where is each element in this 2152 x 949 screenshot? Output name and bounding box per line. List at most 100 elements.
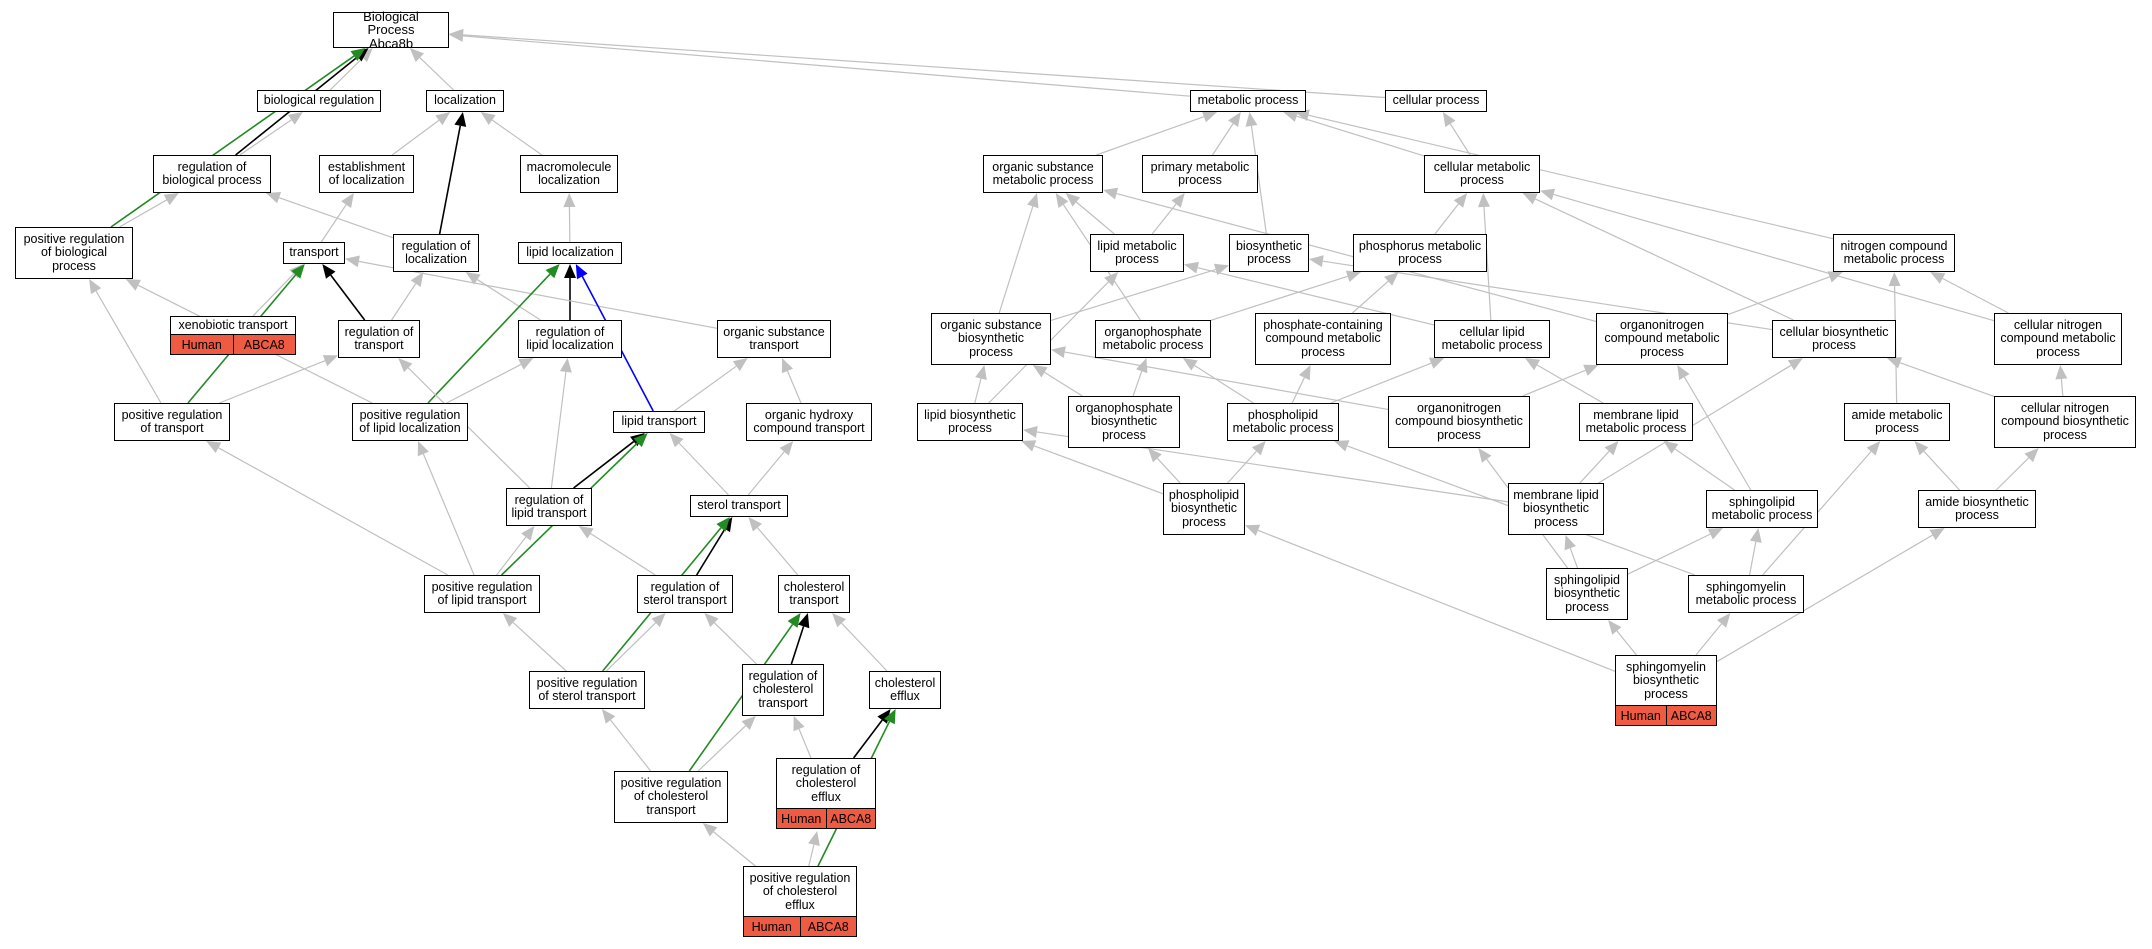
edge-arrowhead xyxy=(265,192,282,204)
node-phosphorus-metabolic-process[interactable]: phosphorus metabolic process xyxy=(1353,234,1487,272)
edge-is-a xyxy=(1995,457,2030,491)
node-cellular-nitrogen-compound-biosynthetic-process[interactable]: cellular nitrogen compound biosynthetic … xyxy=(1994,396,2136,448)
edge-arrowhead xyxy=(322,264,336,279)
node-primary-metabolic-process[interactable]: primary metabolic process xyxy=(1142,155,1258,193)
edge-arrowhead xyxy=(781,358,793,374)
node-lipid-metabolic-process[interactable]: lipid metabolic process xyxy=(1090,234,1184,272)
edge-arrowhead xyxy=(163,193,179,206)
node-regulation-of-cholesterol-transport[interactable]: regulation of cholesterol transport xyxy=(742,664,824,716)
node-localization[interactable]: localization xyxy=(426,90,504,112)
edge-arrowhead xyxy=(1540,188,1556,201)
edge-regulates xyxy=(573,440,635,489)
node-lipid-localization[interactable]: lipid localization xyxy=(518,242,622,264)
edge-arrowhead xyxy=(1888,272,1901,287)
node-root[interactable]: Biological Process Abca8b xyxy=(333,10,449,50)
node-transport[interactable]: transport xyxy=(283,242,345,264)
node-cellular-lipid-metabolic-process[interactable]: cellular lipid metabolic process xyxy=(1434,320,1550,358)
edge-arrowhead xyxy=(1345,270,1361,282)
edge-is-a xyxy=(239,119,292,156)
node-sphingomyelin-metabolic-process[interactable]: sphingomyelin metabolic process xyxy=(1688,575,1804,613)
node-cellular-nitrogen-compound-metabolic-process[interactable]: cellular nitrogen compound metabolic pro… xyxy=(1994,313,2122,365)
node-organic-substance-biosynthetic-process[interactable]: organic substance biosynthetic process xyxy=(931,313,1051,365)
edge-arrowhead xyxy=(518,358,534,370)
node-positive-regulation-of-sterol-transport[interactable]: positive regulation of sterol transport xyxy=(529,671,645,709)
edge-is-a xyxy=(610,719,652,772)
edge-is-a xyxy=(419,57,454,91)
edge-is-a xyxy=(841,622,888,672)
edge-is-a xyxy=(1553,193,1995,322)
edge-is-a xyxy=(219,360,326,404)
node-positive-regulation-of-cholesterol-transport[interactable]: positive regulation of cholesterol trans… xyxy=(614,771,728,823)
edge-arrowhead xyxy=(206,441,222,453)
node-xenobiotic-transport[interactable]: xenobiotic transport xyxy=(170,316,296,336)
edge-is-a xyxy=(798,728,812,759)
node-cellular-process[interactable]: cellular process xyxy=(1385,90,1487,112)
node-regulation-of-sterol-transport[interactable]: regulation of sterol transport xyxy=(637,575,733,613)
node-regulation-of-lipid-localization[interactable]: regulation of lipid localization xyxy=(518,320,622,358)
node-biological-regulation[interactable]: biological regulation xyxy=(257,90,381,112)
node-phospholipid-metabolic-process[interactable]: phospholipid metabolic process xyxy=(1227,403,1339,441)
edge-is-a xyxy=(1096,116,1205,156)
edge-is-a xyxy=(422,453,475,576)
edge-arrowhead xyxy=(1929,528,1945,541)
node-regulation-of-lipid-transport[interactable]: regulation of lipid transport xyxy=(506,488,592,526)
node-organonitrogen-compound-biosynthetic-process[interactable]: organonitrogen compound biosynthetic pro… xyxy=(1388,396,1530,448)
node-regulation-of-transport[interactable]: regulation of transport xyxy=(338,320,420,358)
edge-is-a xyxy=(218,447,449,576)
edge-arrowhead xyxy=(601,709,616,724)
node-positive-regulation-of-lipid-transport[interactable]: positive regulation of lipid transport xyxy=(424,575,540,613)
node-cholesterol-transport[interactable]: cholesterol transport xyxy=(778,575,850,613)
node-nitrogen-compound-metabolic-process[interactable]: nitrogen compound metabolic process xyxy=(1833,234,1955,272)
node-positive-regulation-of-transport[interactable]: positive regulation of transport xyxy=(114,403,230,441)
node-phospholipid-biosynthetic-process[interactable]: phospholipid biosynthetic process xyxy=(1163,483,1245,535)
edge-arrowhead xyxy=(1930,272,1946,284)
node-positive-regulation-of-lipid-localization[interactable]: positive regulation of lipid localizatio… xyxy=(352,403,468,441)
node-organic-substance-transport[interactable]: organic substance transport xyxy=(717,320,831,358)
annotation-gene: ABCA8 xyxy=(1665,706,1717,726)
node-sterol-transport[interactable]: sterol transport xyxy=(690,495,788,517)
node-organonitrogen-compound-metabolic-process[interactable]: organonitrogen compound metabolic proces… xyxy=(1596,313,1728,365)
node-amide-biosynthetic-process[interactable]: amide biosynthetic process xyxy=(1918,490,2036,528)
node-organic-substance-metabolic-process[interactable]: organic substance metabolic process xyxy=(983,155,1103,193)
node-regulation-of-biological-process[interactable]: regulation of biological process xyxy=(153,155,271,193)
node-establishment-of-localization[interactable]: establishment of localization xyxy=(319,155,414,193)
node-lipid-transport[interactable]: lipid transport xyxy=(613,411,705,433)
node-positive-regulation-of-cholesterol-efflux[interactable]: positive regulation of cholesterol efflu… xyxy=(743,866,857,918)
node-sphingolipid-biosynthetic-process[interactable]: sphingolipid biosynthetic process xyxy=(1546,568,1628,620)
node-phosphate-containing-compound-metabolic-process[interactable]: phosphate-containing compound metabolic … xyxy=(1255,313,1391,365)
edge-is-a xyxy=(1434,203,1459,235)
edge-arrowhead xyxy=(1228,112,1241,127)
edge-arrowhead xyxy=(884,709,896,725)
node-regulation-of-localization[interactable]: regulation of localization xyxy=(393,234,479,272)
edge-is-a xyxy=(605,622,657,672)
node-organophosphate-biosynthetic-process[interactable]: organophosphate biosynthetic process xyxy=(1068,396,1180,448)
node-cellular-metabolic-process[interactable]: cellular metabolic process xyxy=(1424,155,1540,193)
annotation-organism: Human xyxy=(781,811,822,826)
node-cholesterol-efflux[interactable]: cholesterol efflux xyxy=(869,671,941,709)
edge-arrowhead xyxy=(1021,440,1037,452)
node-sphingomyelin-biosynthetic-process[interactable]: sphingomyelin biosynthetic process xyxy=(1615,655,1717,707)
node-organic-hydroxy-compound-transport[interactable]: organic hydroxy compound transport xyxy=(746,403,872,441)
node-lipid-biosynthetic-process[interactable]: lipid biosynthetic process xyxy=(917,403,1023,441)
node-biosynthetic-process[interactable]: biosynthetic process xyxy=(1229,234,1309,272)
node-regulation-of-cholesterol-efflux[interactable]: regulation of cholesterol efflux xyxy=(776,758,876,810)
edge-arrowhead xyxy=(89,279,102,295)
node-cellular-biosynthetic-process[interactable]: cellular biosynthetic process xyxy=(1772,320,1896,358)
node-positive-regulation-of-biological-process[interactable]: positive regulation of biological proces… xyxy=(15,227,133,279)
edge-is-a xyxy=(974,378,982,404)
node-membrane-lipid-metabolic-process[interactable]: membrane lipid metabolic process xyxy=(1579,403,1693,441)
node-amide-metabolic-process[interactable]: amide metabolic process xyxy=(1844,403,1950,441)
edge-is-a xyxy=(320,204,347,243)
node-sphingolipid-metabolic-process[interactable]: sphingolipid metabolic process xyxy=(1706,490,1818,528)
edge-is-a xyxy=(1942,277,2009,314)
edge-arrowhead xyxy=(704,613,719,628)
edge-is-a xyxy=(1569,547,1579,569)
node-macromolecule-localization[interactable]: macromolecule localization xyxy=(520,155,618,193)
node-membrane-lipid-biosynthetic-process[interactable]: membrane lipid biosynthetic process xyxy=(1508,483,1604,535)
node-organophosphate-metabolic-process[interactable]: organophosphate metabolic process xyxy=(1095,320,1211,358)
node-metabolic-process[interactable]: metabolic process xyxy=(1190,90,1306,112)
